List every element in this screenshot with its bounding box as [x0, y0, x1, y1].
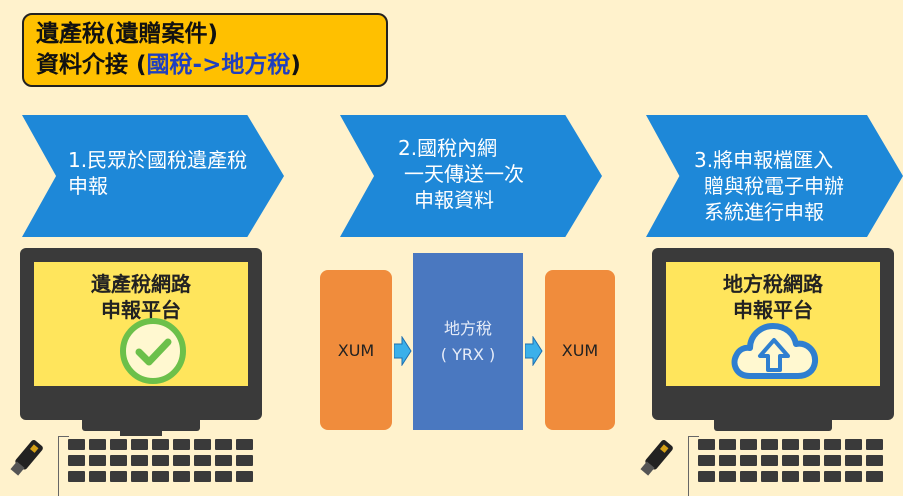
keyboard-key	[110, 471, 127, 482]
keyboard-key	[89, 455, 106, 466]
local-tax-label: 地方稅	[443, 318, 492, 338]
step-2-line-1: 2.國稅內網	[398, 136, 498, 160]
keyboard-key	[215, 471, 232, 482]
keyboard-key	[173, 471, 190, 482]
keyboard-key	[68, 455, 85, 466]
left-keyboard-edge	[58, 436, 69, 496]
keyboard-key	[89, 439, 106, 450]
left-platform-line-1: 遺產稅網路	[91, 272, 191, 296]
right-keyboard-edge	[688, 436, 699, 496]
keyboard-key	[236, 471, 253, 482]
keyboard-key	[845, 455, 862, 466]
step-3-line-2: 贈與稅電子申辦	[704, 174, 844, 198]
keyboard-key	[740, 439, 757, 450]
left-monitor-base	[82, 417, 200, 431]
title-line-1: 遺產稅(遺贈案件)	[36, 21, 219, 47]
arrow-right-icon	[394, 336, 412, 366]
right-platform-line-2: 申報平台	[733, 298, 813, 322]
keyboard-key	[866, 455, 883, 466]
keyboard-key	[110, 439, 127, 450]
arrow-right-icon	[525, 336, 543, 366]
keyboard-key	[740, 455, 757, 466]
keyboard-key	[173, 439, 190, 450]
left-xum-box: XUM	[320, 270, 392, 430]
left-usb-key-icon	[10, 439, 43, 476]
keyboard-key	[215, 439, 232, 450]
keyboard-key	[131, 455, 148, 466]
cloud-upload-icon	[731, 323, 819, 379]
keyboard-key	[698, 439, 715, 450]
left-monitor-screen: 遺產稅網路 申報平台	[34, 262, 248, 386]
keyboard-key	[824, 439, 841, 450]
right-xum-label: XUM	[561, 340, 599, 360]
keyboard-key	[719, 471, 736, 482]
step-3-chevron: 3.將申報檔匯入 贈與稅電子申辦 系統進行申報	[646, 115, 903, 237]
left-monitor: 遺產稅網路 申報平台	[20, 248, 262, 420]
keyboard-key	[803, 455, 820, 466]
step-1-chevron: 1.民眾於國稅遺產稅 申報	[22, 115, 284, 237]
keyboard-key	[173, 455, 190, 466]
keyboard-key	[194, 455, 211, 466]
right-monitor-base	[714, 417, 832, 431]
check-circle-icon	[120, 318, 186, 384]
step-1-line-2: 申報	[68, 174, 108, 198]
keyboard-key	[152, 471, 169, 482]
keyboard-key	[761, 455, 778, 466]
left-platform-line-2: 申報平台	[101, 298, 181, 322]
keyboard-key	[68, 439, 85, 450]
keyboard-key	[719, 439, 736, 450]
step-2-chevron: 2.國稅內網 一天傳送一次 申報資料	[340, 115, 602, 237]
keyboard-key	[152, 439, 169, 450]
keyboard-key	[803, 471, 820, 482]
keyboard-key	[761, 471, 778, 482]
keyboard-key	[824, 455, 841, 466]
title-line-2-suffix: )	[290, 52, 301, 78]
right-xum-box: XUM	[545, 270, 615, 430]
keyboard-key	[152, 455, 169, 466]
right-monitor: 地方稅網路 申報平台	[652, 248, 894, 420]
left-xum-label: XUM	[337, 340, 375, 360]
keyboard-key	[194, 439, 211, 450]
keyboard-key	[131, 471, 148, 482]
keyboard-key	[740, 471, 757, 482]
keyboard-key	[803, 439, 820, 450]
step-1-line-1: 1.民眾於國稅遺產稅	[68, 148, 248, 172]
keyboard-key	[215, 455, 232, 466]
step-3-line-1: 3.將申報檔匯入	[694, 148, 834, 172]
diagram-title: 遺產稅(遺贈案件) 資料介接 (國稅->地方稅)	[22, 13, 388, 87]
keyboard-key	[761, 439, 778, 450]
local-tax-box: 地方稅 ( YRX )	[413, 253, 523, 430]
left-keyboard	[68, 437, 262, 495]
keyboard-key	[236, 455, 253, 466]
keyboard-key	[131, 439, 148, 450]
keyboard-key	[698, 455, 715, 466]
title-line-2-prefix: 資料介接 (	[36, 52, 147, 78]
title-line-2-highlight: 國稅->地方稅	[146, 52, 291, 78]
keyboard-key	[719, 455, 736, 466]
right-monitor-screen: 地方稅網路 申報平台	[666, 262, 880, 386]
keyboard-key	[866, 439, 883, 450]
keyboard-key	[698, 471, 715, 482]
keyboard-key	[68, 471, 85, 482]
keyboard-key	[194, 471, 211, 482]
right-platform-line-1: 地方稅網路	[723, 272, 823, 296]
keyboard-key	[866, 471, 883, 482]
keyboard-key	[824, 471, 841, 482]
step-2-line-2: 一天傳送一次	[404, 162, 524, 186]
keyboard-key	[782, 439, 799, 450]
keyboard-key	[782, 455, 799, 466]
keyboard-key	[782, 471, 799, 482]
right-keyboard	[698, 437, 892, 495]
keyboard-key	[236, 439, 253, 450]
keyboard-key	[89, 471, 106, 482]
keyboard-key	[110, 455, 127, 466]
keyboard-key	[845, 439, 862, 450]
keyboard-key	[845, 471, 862, 482]
step-3-line-3: 系統進行申報	[704, 200, 824, 224]
title-line-2: 資料介接 (國稅->地方稅)	[36, 50, 374, 81]
right-usb-key-icon	[640, 439, 673, 476]
step-2-line-3: 申報資料	[414, 188, 494, 212]
local-tax-code: ( YRX )	[440, 344, 496, 364]
